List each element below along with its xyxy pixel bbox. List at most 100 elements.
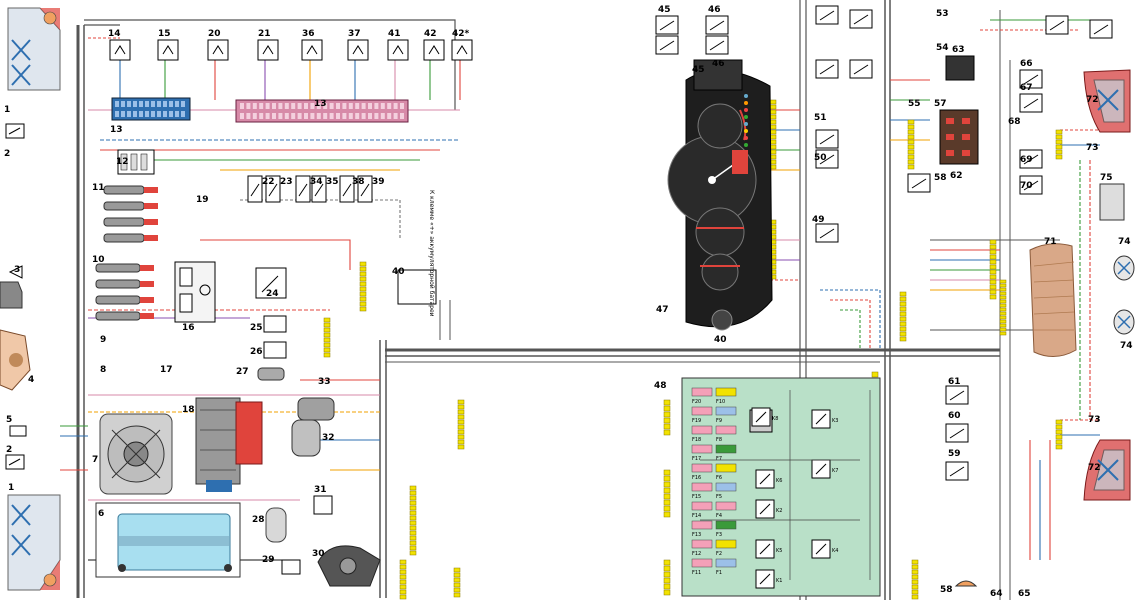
connector-pin [989,239,997,245]
sensor-box [109,39,131,61]
connector-pin [989,249,997,255]
switch-symbol [709,20,725,31]
connector-pin [663,423,671,430]
ecu-pin [323,103,328,109]
label-61: 61 [948,377,961,387]
fuse-label-left: F12 [692,551,701,557]
ecu-pin [133,111,137,117]
connector-pin [899,306,907,312]
label-70: 70 [1020,181,1033,191]
connector-pin [323,342,331,348]
fuse [715,520,737,530]
ecu-pin [246,103,251,109]
connector-pin [911,564,919,570]
sensor-box [423,39,445,61]
connector-pin [457,424,465,430]
ecu-pin [240,103,244,109]
component-75 [1099,183,1125,221]
switch-symbol [949,390,965,401]
sensor-symbol [306,45,318,55]
connector-pin [769,119,777,125]
relay-contact [815,543,827,555]
ecu-pin [127,101,131,107]
indicator-lamp [744,108,748,112]
sensor-box [257,39,279,61]
connector-pin [999,323,1007,328]
ecu-pin [329,103,334,109]
label-15: 15 [158,29,171,39]
indicator-lamp [744,129,748,133]
connector-pin [989,259,997,265]
fuse [715,482,737,492]
label-35: 35 [326,177,339,187]
connector-pin [663,487,671,494]
label-17: 17 [160,365,173,375]
label-39: 39 [372,177,385,187]
ecu-pin [342,103,347,109]
yellow-connectors [323,99,1063,600]
relay-contact [815,463,827,475]
label-63: 63 [952,45,965,55]
ecu-pin [400,113,404,119]
connector-pin [907,149,915,155]
ecu-pin [316,113,321,119]
spark-plug-cap [144,187,158,193]
ecu-pin [272,103,276,109]
fuse [691,482,713,492]
spark-plug-cap [144,235,158,241]
sensor-box [347,39,369,61]
connector-pin [999,299,1007,304]
fuse [715,444,737,454]
spark-plug [103,233,145,243]
connector-pin [989,254,997,260]
label-59: 59 [948,449,961,459]
right-connectors [655,5,1113,481]
sensor-symbol [114,45,126,55]
ecu-pin [181,111,185,117]
relay-box [295,175,311,203]
ecu-pin [169,101,173,107]
lamp-58-bottom [954,580,978,587]
sensor-symbol [428,45,440,55]
label-30: 30 [312,549,325,559]
sensor-symbol [352,45,364,55]
connector-pin [999,327,1007,332]
relay-box [247,175,263,203]
rear-window-heater-71 [1029,243,1077,357]
spark-plug [103,185,145,195]
label-58-bottom: 58 [940,585,953,595]
ecu-pin [284,113,289,119]
ecu-pin [400,103,404,109]
label-32: 32 [322,433,335,443]
ecu-pin [374,113,379,119]
lamps-74 [1113,255,1135,335]
connector-pin [663,493,671,500]
label-29: 29 [262,555,275,565]
label-75: 75 [1100,173,1113,183]
connector-pin [907,154,915,160]
indicator-lamp [744,115,748,119]
label-6: 6 [98,509,104,519]
connector-pin [1055,144,1063,150]
ecu-pin [361,113,366,119]
connector-pin [359,286,367,292]
fuse-label-left: F18 [692,437,701,443]
sensor-symbol [162,45,174,55]
label-40-cluster: 40 [714,335,727,345]
switch-symbol [911,178,927,189]
label-74-top: 74 [1118,237,1131,247]
connector-pin [663,571,671,578]
component-27 [257,367,285,381]
ecu-pin [139,101,143,107]
ecu-pin [265,113,270,119]
ecu-pin [393,113,398,119]
switch-symbol [1093,24,1109,35]
label-71: 71 [1044,237,1057,247]
ecu-pin [355,103,360,109]
connector-pin [989,289,997,295]
connector-pin [911,569,919,575]
connector-pin [911,584,919,590]
ecu-pin [336,113,340,119]
label-51: 51 [814,113,827,123]
